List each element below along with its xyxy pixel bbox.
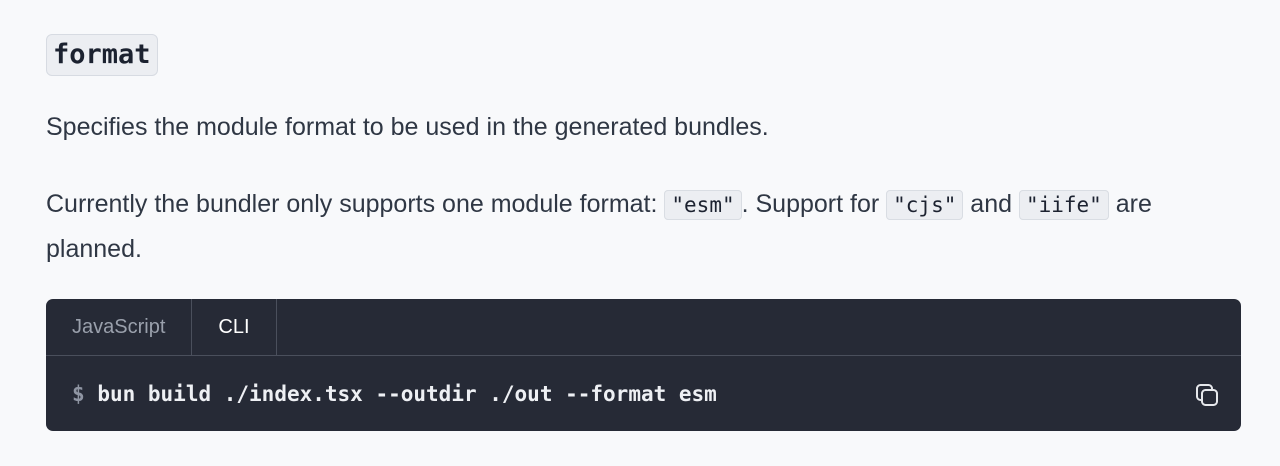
code-tabs: JavaScript CLI (46, 299, 1241, 356)
support-text-middle1: . Support for (741, 190, 887, 218)
support-paragraph: Currently the bundler only supports one … (46, 182, 1241, 271)
copy-button[interactable] (1193, 381, 1221, 409)
description-paragraph: Specifies the module format to be used i… (46, 113, 769, 141)
support-text-after: are planned. (46, 190, 1152, 263)
doc-content: format Specifies the module format to be… (46, 34, 1241, 271)
shell-prompt: $ (72, 382, 85, 406)
code-block: JavaScript CLI $ bun build ./index.tsx -… (46, 299, 1241, 431)
support-text-before: Currently the bundler only supports one … (46, 190, 665, 218)
support-text-middle2: and (963, 190, 1019, 218)
code-line: $ bun build ./index.tsx --outdir ./out -… (72, 380, 717, 408)
inline-code-cjs: "cjs" (886, 190, 964, 220)
inline-code-esm: "esm" (664, 190, 742, 220)
inline-code-iife: "iife" (1018, 190, 1109, 220)
copy-icon (1196, 384, 1218, 406)
shell-command: bun build ./index.tsx --outdir ./out --f… (97, 382, 717, 406)
tab-javascript[interactable]: JavaScript (46, 299, 193, 355)
tab-cli[interactable]: CLI (192, 299, 277, 355)
section-heading: format (46, 34, 158, 76)
